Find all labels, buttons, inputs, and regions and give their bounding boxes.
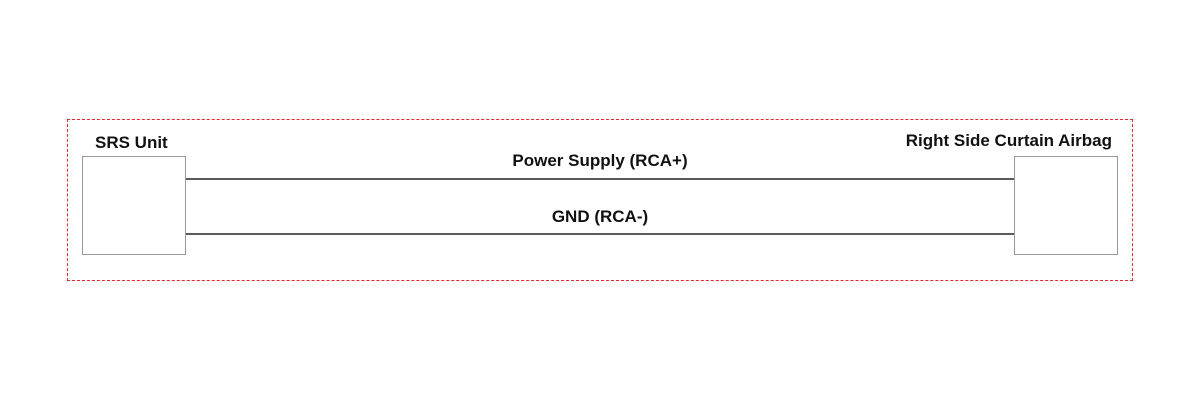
ground-wire-label: GND (RCA-) bbox=[551, 207, 649, 226]
power-supply-wire-label: Power Supply (RCA+) bbox=[512, 151, 688, 170]
power-supply-wire bbox=[186, 178, 1014, 180]
curtain-airbag-box bbox=[1014, 156, 1118, 255]
ground-wire bbox=[186, 233, 1014, 235]
srs-unit-box bbox=[82, 156, 186, 255]
srs-unit-label: SRS Unit bbox=[95, 133, 168, 152]
curtain-airbag-label: Right Side Curtain Airbag bbox=[905, 131, 1112, 150]
circuit-boundary-frame bbox=[67, 119, 1133, 281]
